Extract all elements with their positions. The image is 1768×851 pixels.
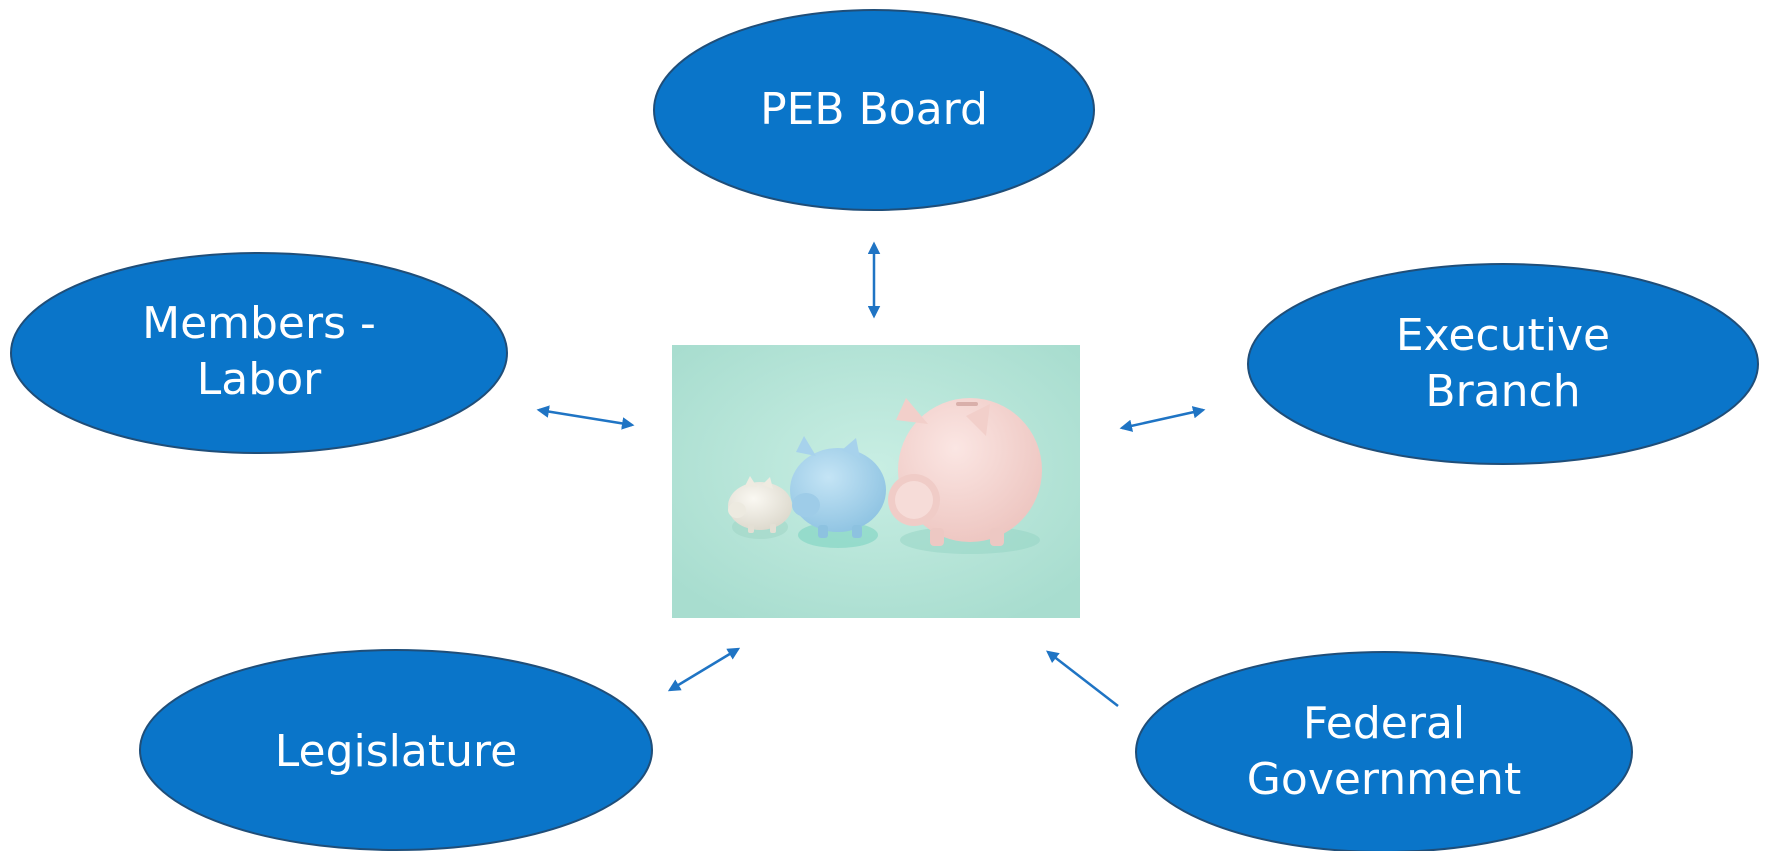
node-federal-government: Federal Government [1135, 651, 1633, 851]
arrow-members-labor-center [536, 405, 635, 430]
node-federal-government-shape [1135, 651, 1633, 851]
node-members-labor-label-line2: Labor [197, 354, 322, 405]
arrow-legislature-center [667, 647, 741, 692]
node-executive-branch-label-line1: Executive [1396, 310, 1610, 361]
node-peb-board: PEB Board [653, 9, 1095, 211]
arrow-executive-branch-center [1119, 406, 1206, 432]
medium-piggy-bank-icon [790, 436, 886, 548]
node-members-labor: Members - Labor [10, 252, 508, 454]
node-executive-branch-label-line2: Branch [1425, 366, 1580, 417]
node-members-labor-label-line1: Members - [142, 298, 376, 349]
node-peb-board-label: PEB Board [760, 84, 988, 135]
node-federal-government-label-line1: Federal [1303, 698, 1465, 749]
node-executive-branch-shape [1247, 263, 1759, 465]
node-legislature: Legislature [139, 649, 653, 851]
center-photo [672, 345, 1080, 618]
node-federal-government-label-line2: Government [1247, 754, 1521, 805]
node-peb-board-shape [653, 9, 1095, 211]
large-piggy-bank-icon [888, 398, 1042, 554]
node-legislature-shape [139, 649, 653, 851]
node-executive-branch: Executive Branch [1247, 263, 1759, 465]
small-piggy-bank-icon [728, 476, 792, 539]
arrow-federal-government-center [1046, 650, 1119, 707]
node-legislature-label: Legislature [275, 726, 517, 777]
node-members-labor-shape [10, 252, 508, 454]
